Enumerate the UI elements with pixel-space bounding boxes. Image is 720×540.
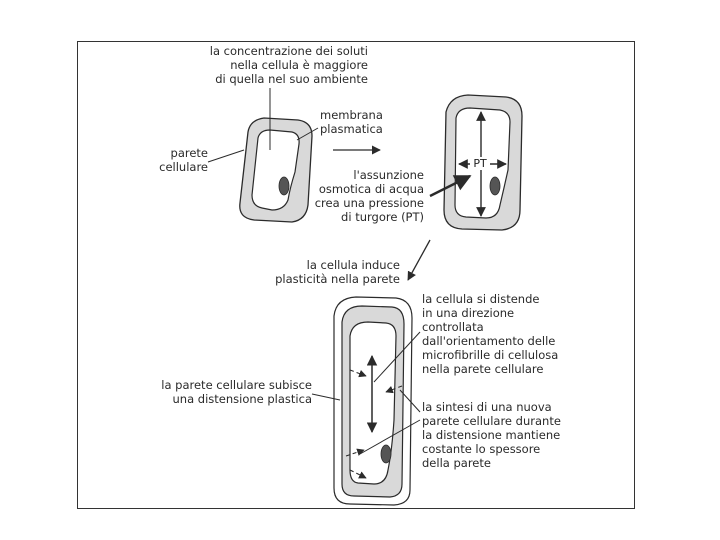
cell-elongated [333, 296, 413, 506]
step-arrow-2 [407, 239, 431, 281]
cell-elongated-outer-wall [333, 296, 413, 506]
synthesis-arrow-1 [349, 369, 367, 378]
cell-small-nucleus [278, 176, 290, 196]
label-plasticity: la cellula induce plasticità nella paret… [275, 258, 400, 286]
pt-badge-bg [470, 157, 490, 170]
leader-osmotic [429, 174, 472, 198]
synthesis-arrow-3 [345, 448, 365, 457]
synthesis-arrow-4 [349, 469, 367, 479]
cell-turgid-nucleus [489, 176, 501, 196]
label-cell-wall: parete cellulare [159, 146, 208, 174]
synthesis-arrow-2 [385, 385, 403, 394]
label-wall-stretch: la parete cellulare subisce una distensi… [161, 378, 312, 406]
leader-synthesis-1 [399, 389, 421, 413]
label-solutes: la concentrazione dei soluti nella cellu… [209, 44, 368, 86]
cell-small [239, 117, 313, 223]
leader-extends [373, 331, 421, 383]
label-pt: PT [473, 157, 487, 170]
label-synthesis: la sintesi di una nuova parete cellulare… [422, 400, 561, 470]
label-osmotic: l'assunzione osmotica di acqua crea una … [314, 168, 424, 224]
cell-turgid [443, 94, 523, 231]
leader-wall-stretch [311, 393, 341, 401]
cell-elongated-nucleus [380, 444, 392, 464]
label-membrane: membrana plasmatica [320, 108, 383, 136]
leader-synthesis-2 [359, 419, 421, 455]
leader-cell-wall [207, 149, 245, 163]
label-extends: la cellula si distende in una direzione … [422, 292, 559, 376]
leader-membrane [296, 127, 319, 141]
